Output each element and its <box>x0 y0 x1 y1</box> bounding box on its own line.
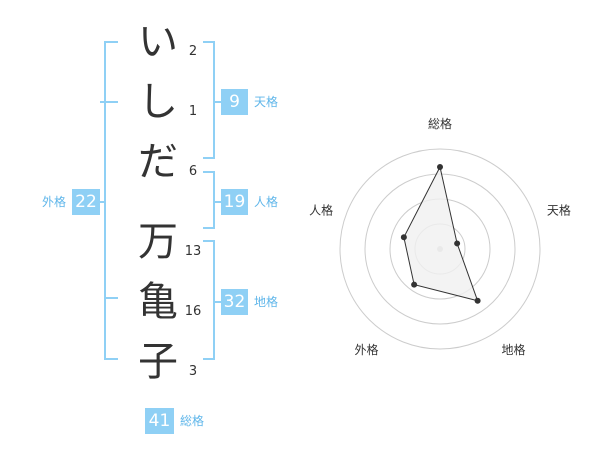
bracket-line <box>203 157 215 159</box>
name-char: い <box>138 19 178 65</box>
radar-point <box>474 297 481 304</box>
radar-axis-label: 外格 <box>355 342 379 357</box>
tenkaku-badge: 9 <box>221 89 248 115</box>
stroke-count: 16 <box>184 304 202 319</box>
soukaku-badge: 41 <box>145 408 174 434</box>
name-char: だ <box>138 139 178 185</box>
bracket-line <box>104 41 118 43</box>
name-char: 万 <box>138 219 178 265</box>
name-char: し <box>138 79 178 125</box>
bracket-line <box>104 358 118 360</box>
bracket-line <box>213 101 222 103</box>
radar-series-polygon <box>403 165 479 302</box>
chikaku-label: 地格 <box>254 295 279 309</box>
bracket-line <box>203 171 215 173</box>
bracket-line <box>213 171 215 229</box>
gaikaku-label: 外格 <box>42 195 67 209</box>
bracket-line <box>203 41 215 43</box>
bracket-line <box>213 201 222 203</box>
radar-point <box>411 281 418 288</box>
soukaku-label: 総格 <box>180 414 205 428</box>
stroke-count: 2 <box>188 44 198 59</box>
name-char: 子 <box>138 339 178 385</box>
radar-point <box>454 240 461 247</box>
jinkaku-label: 人格 <box>254 195 279 209</box>
bracket-line <box>100 101 118 103</box>
jinkaku-badge: 19 <box>221 189 248 215</box>
stroke-count: 6 <box>188 164 198 179</box>
bracket-line <box>203 240 215 242</box>
name-char: 亀 <box>138 279 178 325</box>
gaikaku-badge: 22 <box>72 189 100 215</box>
radar-point <box>437 164 443 170</box>
bracket-line <box>104 41 106 360</box>
bracket-line <box>213 240 215 360</box>
bracket-line <box>203 227 215 229</box>
bracket-line <box>213 41 215 159</box>
bracket-line <box>203 358 215 360</box>
radar-axis-label: 天格 <box>547 202 571 217</box>
bracket-line <box>213 301 222 303</box>
radar-axis-label: 人格 <box>309 202 333 217</box>
radar-point <box>400 234 407 241</box>
stroke-count: 13 <box>184 244 202 259</box>
bracket-line <box>104 297 118 299</box>
stroke-count: 1 <box>188 104 198 119</box>
radar-axis-label: 地格 <box>501 342 525 357</box>
radar-axis-label: 総格 <box>428 116 452 131</box>
bracket-line <box>100 201 106 203</box>
chikaku-badge: 32 <box>221 289 248 315</box>
radar-ring <box>339 148 541 350</box>
tenkaku-label: 天格 <box>254 95 279 109</box>
stroke-count: 3 <box>188 364 198 379</box>
